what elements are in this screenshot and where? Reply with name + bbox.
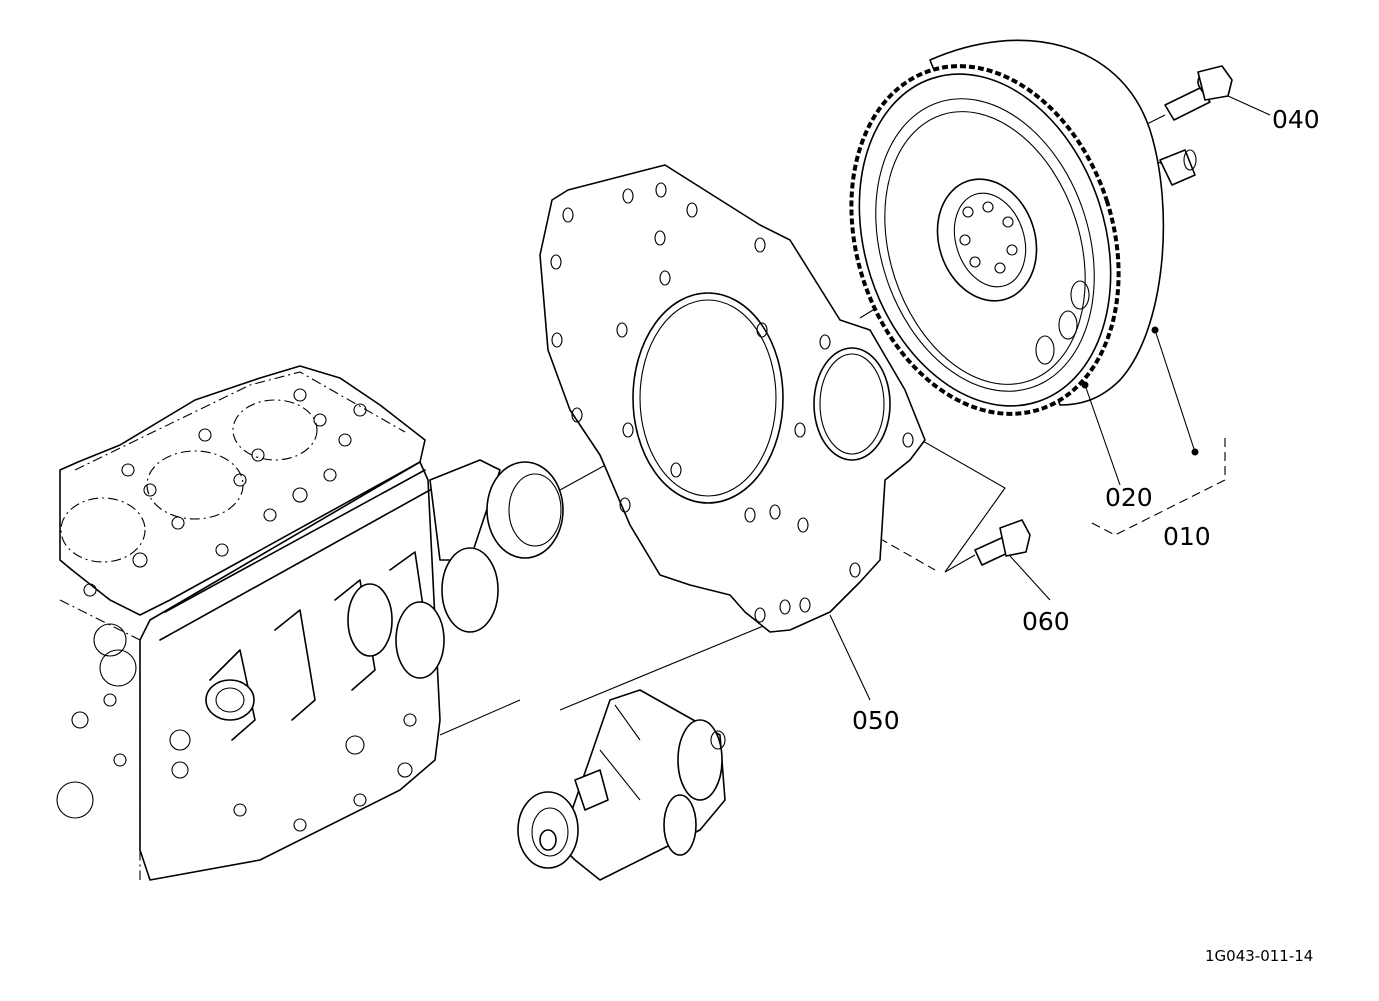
drawing-reference-code: 1G043-011-14 bbox=[1205, 947, 1313, 965]
callout-060: 060 bbox=[1022, 607, 1070, 636]
callout-040: 040 bbox=[1272, 105, 1320, 134]
callout-010: 010 bbox=[1163, 522, 1211, 551]
housing-bolt-060 bbox=[974, 519, 1031, 566]
flywheel-housing-plate bbox=[539, 164, 926, 633]
flywheel-assembly bbox=[849, 39, 1199, 456]
starter-motor bbox=[517, 689, 726, 881]
callout-020: 020 bbox=[1105, 483, 1153, 512]
engine-block bbox=[56, 365, 564, 881]
flywheel-bolt-040 bbox=[1164, 65, 1233, 121]
callout-labels: 040 020 010 060 050 1G043-011-14 bbox=[852, 105, 1320, 965]
leader-lines bbox=[829, 95, 1271, 701]
callout-050: 050 bbox=[852, 706, 900, 735]
